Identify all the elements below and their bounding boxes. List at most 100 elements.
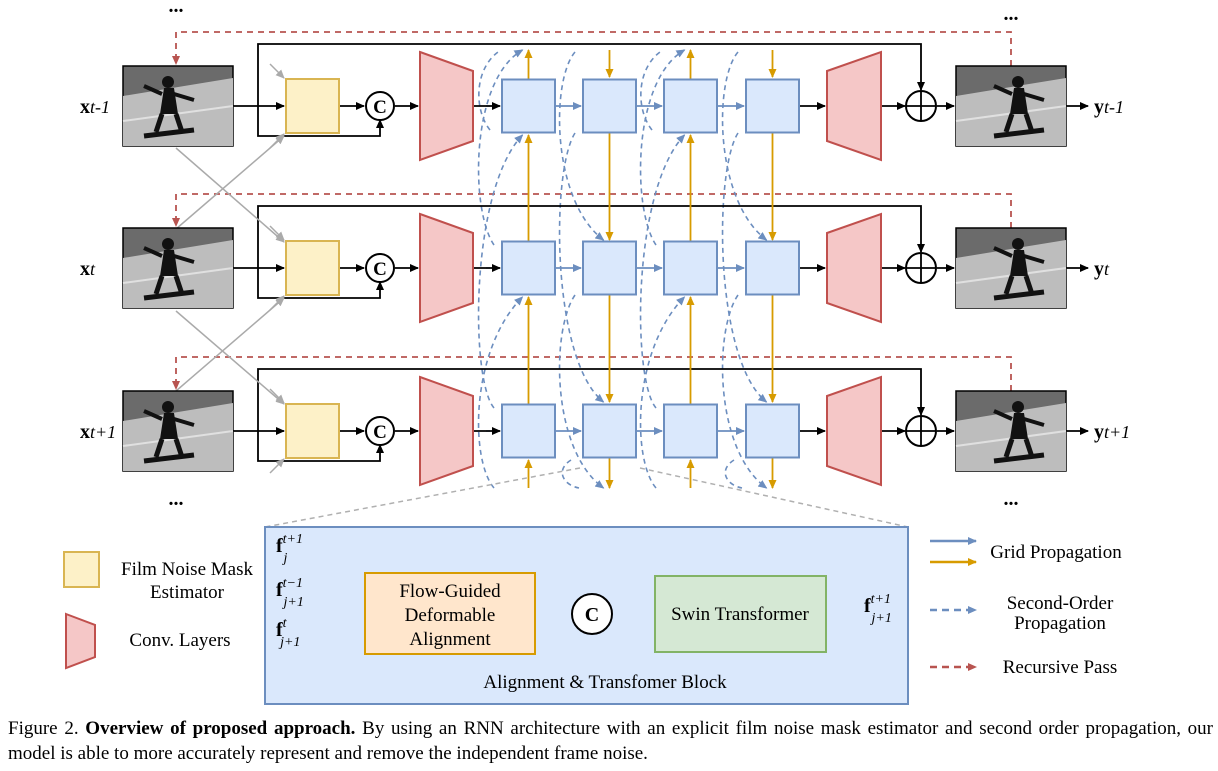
caption-text: By using an RNN architecture with an exp… <box>8 718 1214 764</box>
rider-head <box>162 401 174 413</box>
rider-body <box>160 250 178 276</box>
row-2-align-block-4 <box>745 240 800 296</box>
top-left-ellipsis: ... <box>169 0 184 17</box>
bottom-right-ellipsis: ... <box>1004 488 1019 510</box>
snowboard <box>993 127 1045 139</box>
top-right-ellipsis: ... <box>1004 3 1019 25</box>
second-order-arrow <box>639 49 686 246</box>
row-1-mask-estimator <box>285 78 340 134</box>
rider-arms <box>143 409 195 427</box>
rider-body <box>1010 88 1028 114</box>
fgda-label-line: Alignment <box>409 629 491 650</box>
legend-mask-label: Estimator <box>150 582 225 603</box>
rider-head <box>1012 76 1024 88</box>
row-1-input-to-concat <box>257 106 384 137</box>
second-order-arrow <box>558 294 605 489</box>
row-1-add-cross <box>906 91 936 121</box>
row-3-align-block-1 <box>501 403 556 459</box>
second-order-arrow <box>721 51 768 241</box>
row-2-add-cross <box>906 253 936 283</box>
second-order-arrow <box>561 459 580 489</box>
row-1-align-block-4 <box>745 78 800 134</box>
row-3-concat-symbol: C <box>373 422 387 443</box>
rider-arms <box>143 246 195 264</box>
rider-head <box>1012 238 1024 250</box>
cross-row-arrow <box>175 297 285 392</box>
row-2-concat-node <box>365 253 395 283</box>
row-2-input-label: xt <box>80 258 96 280</box>
second-order-arrow <box>477 296 524 489</box>
row-1-align-block-2 <box>582 78 637 134</box>
legend-mask-swatch <box>63 551 100 588</box>
row-1-skip-connection <box>257 43 925 106</box>
diagram-blocks <box>63 50 1067 705</box>
rider-body <box>1010 413 1028 439</box>
row-3-mask-input-arrow <box>269 388 285 404</box>
second-order-arrow <box>639 296 686 489</box>
second-order-arrow <box>477 134 524 409</box>
row-3-output-frame <box>955 390 1067 472</box>
cross-row-arrow <box>175 135 285 230</box>
flow-guided-alignment-box <box>364 572 536 655</box>
row-1-recursive-pass <box>172 31 1012 66</box>
rider-arms <box>143 84 195 102</box>
rider-body <box>1010 250 1028 276</box>
row-1-concat-node <box>365 91 395 121</box>
dashed-connections <box>172 31 1012 528</box>
row-2-skip-connection <box>257 205 925 268</box>
rider-body <box>160 88 178 114</box>
legend-conv-label: Conv. Layers <box>129 630 230 651</box>
snow-slope <box>123 403 233 471</box>
row-3-output-label: yt+1 <box>1094 421 1130 443</box>
row-2-output-frame <box>955 227 1067 309</box>
snowboard <box>143 452 195 464</box>
snowboard <box>143 289 195 301</box>
row-3-align-block-2 <box>582 403 637 459</box>
row-2-output-label: yt <box>1094 258 1110 280</box>
cross-row-arrow <box>175 310 285 405</box>
row-3-encoder-conv <box>419 375 474 487</box>
block-concat-node <box>571 593 613 635</box>
row-3-skip-connection <box>257 368 925 431</box>
row-2-concat-symbol: C <box>373 259 387 280</box>
second-order-arrow <box>724 459 743 489</box>
row-2-input-frame <box>122 227 234 309</box>
row-1-align-block-1 <box>501 78 556 134</box>
row-1-concat-symbol: C <box>373 97 387 118</box>
row-2-encoder-conv <box>419 212 474 324</box>
snowboard <box>993 452 1045 464</box>
row-3-align-block-3 <box>663 403 718 459</box>
second-order-arrow <box>477 49 524 246</box>
snow-slope <box>123 240 233 308</box>
row-1-decoder-conv <box>826 50 882 162</box>
row-1-input-frame <box>122 65 234 147</box>
second-order-arrow <box>558 51 605 241</box>
bottom-left-ellipsis: ... <box>169 488 184 510</box>
row-3-mask-input-arrow <box>269 458 285 474</box>
block-title: Alignment & Transfomer Block <box>483 672 727 693</box>
figure-caption: Figure 2. Overview of proposed approach.… <box>8 716 1213 766</box>
swin-label: Swin Transformer <box>671 604 809 625</box>
rider-body <box>160 413 178 439</box>
second-order-arrow <box>639 134 686 409</box>
legend-mask-label: Film Noise Mask <box>121 559 253 580</box>
row-3-align-block-4 <box>745 403 800 459</box>
row-1-encoder-conv <box>419 50 474 162</box>
zoom-line-right <box>639 467 909 528</box>
rider-head <box>1012 401 1024 413</box>
row-1-output-label: yt-1 <box>1094 96 1124 118</box>
snow-slope <box>123 78 233 146</box>
legend-grid-label: Grid Propagation <box>990 542 1122 563</box>
second-order-arrow <box>721 294 768 489</box>
row-3-input-frame <box>122 390 234 472</box>
second-order-arrow <box>478 51 499 131</box>
rider-arms <box>993 84 1045 102</box>
rider-legs <box>153 113 185 133</box>
row-1-align-block-3 <box>663 78 718 134</box>
row-2-recursive-pass <box>172 193 1012 228</box>
row-1-output-frame <box>955 65 1067 147</box>
row-3-input-to-concat <box>257 431 384 462</box>
